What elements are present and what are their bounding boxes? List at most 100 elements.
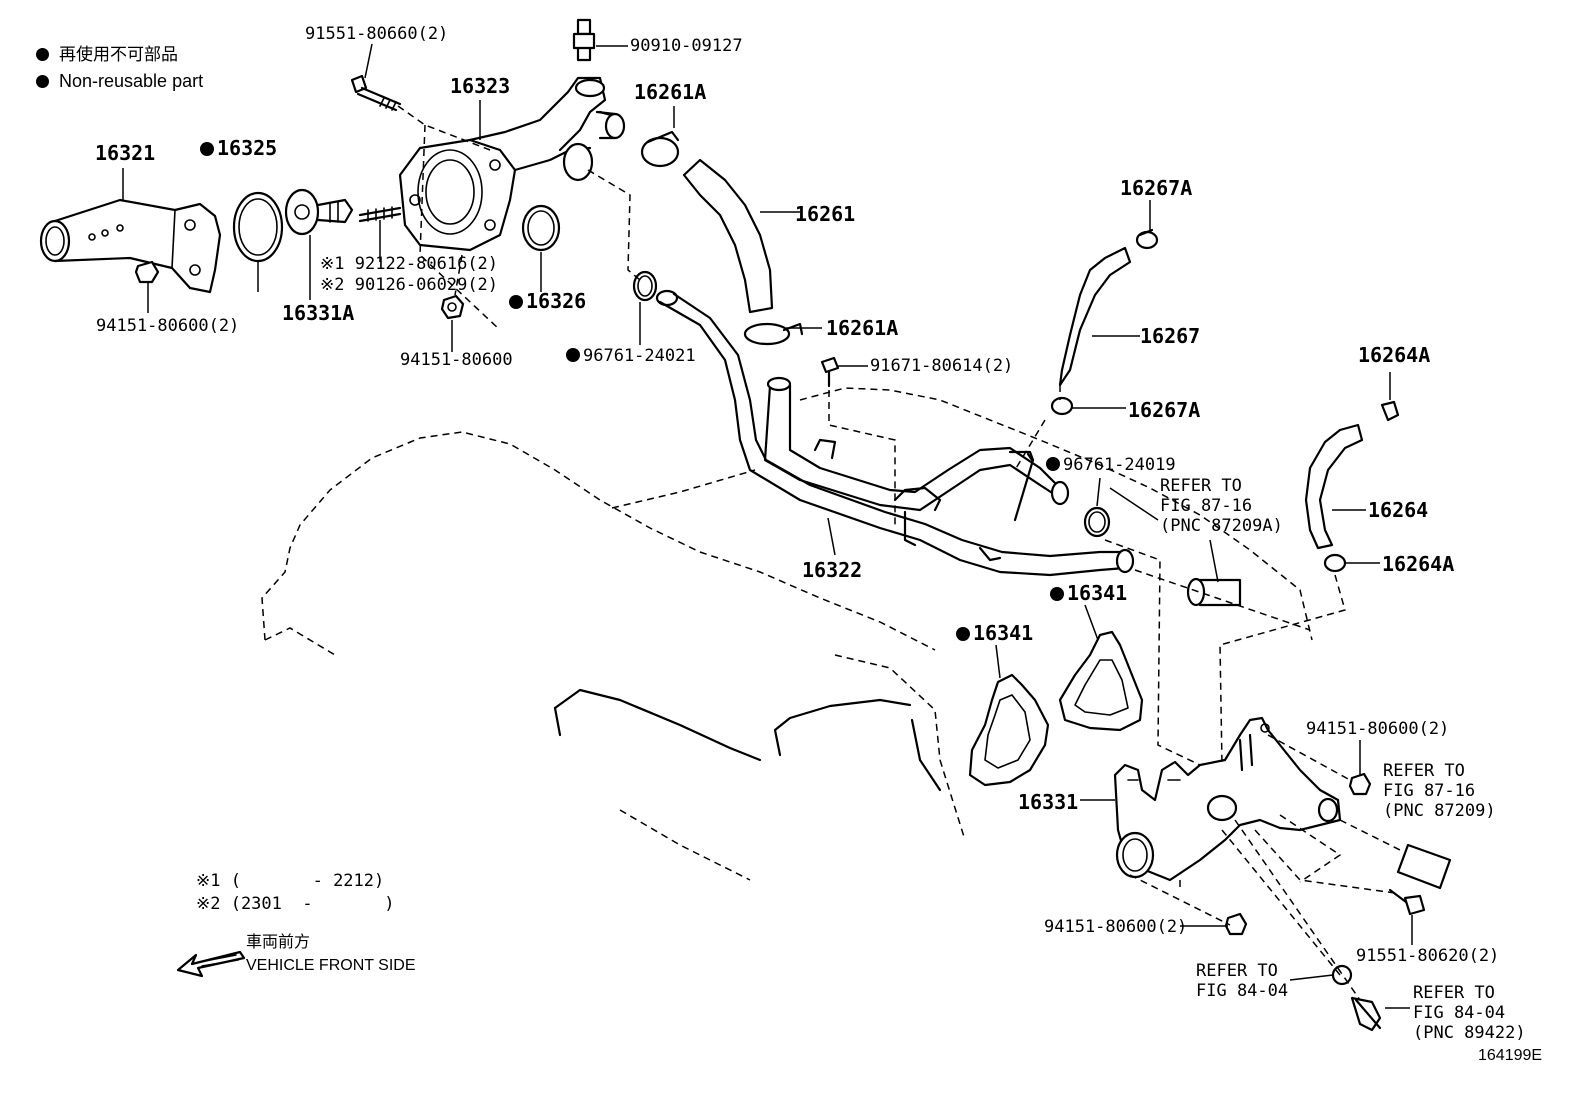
clamp-16267A-top bbox=[1135, 228, 1159, 250]
label-94151-80600[interactable]: 94151-80600 bbox=[400, 350, 513, 370]
legend-jp-text: 再使用不可部品 bbox=[59, 45, 178, 64]
vehicle-front-jp: 車両前方 bbox=[246, 934, 311, 951]
label-16325-text: 16325 bbox=[217, 136, 278, 160]
label-16341-right-text: 16341 bbox=[1067, 581, 1128, 605]
refer-87209-line1: REFER TO bbox=[1383, 761, 1465, 781]
refer-84-04-left[interactable]: REFER TO FIG 84-04 bbox=[1196, 961, 1288, 1001]
non-reusable-dot-icon bbox=[200, 142, 214, 156]
label-16261A-mid[interactable]: 16261A bbox=[826, 316, 899, 340]
nut-94151-left bbox=[134, 260, 160, 284]
label-96761-24019[interactable]: 96761-24019 bbox=[1046, 457, 1176, 474]
label-94151-80600-2-bottom[interactable]: 94151-80600(2) bbox=[1044, 917, 1188, 937]
label-16341-left[interactable]: 16341 bbox=[956, 623, 1033, 643]
sensor-89422 bbox=[1350, 996, 1382, 1032]
note-1: ※1 ( - 2212) bbox=[196, 871, 385, 891]
label-16326[interactable]: 16326 bbox=[509, 291, 586, 311]
label-16264[interactable]: 16264 bbox=[1368, 498, 1429, 522]
label-16331A[interactable]: 16331A bbox=[282, 301, 355, 325]
label-16322[interactable]: 16322 bbox=[802, 558, 863, 582]
hose-16261 bbox=[682, 158, 774, 314]
non-reusable-dot-icon bbox=[956, 627, 970, 641]
label-91551-80620[interactable]: 91551-80620(2) bbox=[1356, 946, 1500, 966]
refer-89422[interactable]: REFER TO FIG 84-04 (PNC 89422) bbox=[1413, 983, 1526, 1043]
refer-87209A-line1: REFER TO bbox=[1160, 476, 1242, 496]
ref-hose-87209A bbox=[1186, 577, 1242, 607]
bolt-91551-80620 bbox=[1388, 888, 1426, 916]
label-16264A-top[interactable]: 16264A bbox=[1358, 343, 1431, 367]
clamp-16264A-top bbox=[1380, 400, 1400, 422]
label-16267A-bot[interactable]: 16267A bbox=[1128, 398, 1201, 422]
non-reusable-dot-icon bbox=[36, 75, 49, 88]
refer-87209[interactable]: REFER TO FIG 87-16 (PNC 87209) bbox=[1383, 761, 1496, 821]
refer-89422-line2: FIG 84-04 bbox=[1413, 1003, 1506, 1023]
label-16331[interactable]: 16331 bbox=[1018, 790, 1079, 814]
label-90910-09127[interactable]: 90910-09127 bbox=[630, 36, 743, 56]
refer-84-04-left-line2: FIG 84-04 bbox=[1196, 981, 1289, 1001]
note-2: ※2 (2301 - ) bbox=[196, 894, 395, 914]
clamp-16261A-mid bbox=[743, 322, 804, 346]
label-90126-text: 90126-06029(2) bbox=[354, 275, 499, 295]
bolt-91671 bbox=[820, 356, 840, 388]
non-reusable-dot-icon bbox=[509, 295, 523, 309]
refer-87209-line3: (PNC 87209) bbox=[1383, 801, 1496, 821]
thermostat-16331A bbox=[284, 188, 354, 236]
refer-87209A[interactable]: REFER TO FIG 87-16 (PNC 87209A) bbox=[1160, 476, 1283, 536]
label-96761-24019-text: 96761-24019 bbox=[1063, 455, 1176, 475]
legend-en: Non-reusable part bbox=[36, 72, 203, 90]
label-16325[interactable]: 16325 bbox=[200, 138, 277, 158]
hose-16264 bbox=[1304, 423, 1364, 550]
legend-en-text: Non-reusable part bbox=[59, 71, 204, 91]
label-16261A-top[interactable]: 16261A bbox=[634, 80, 707, 104]
sensor-90910 bbox=[572, 18, 596, 62]
o-ring-96761-24019 bbox=[1083, 506, 1111, 538]
assembly-lines bbox=[397, 105, 1401, 1001]
water-inlet-16331 bbox=[1113, 716, 1342, 882]
label-16323[interactable]: 16323 bbox=[450, 74, 511, 98]
label-16341-right[interactable]: 16341 bbox=[1050, 583, 1127, 603]
label-92122-text: 92122-80616(2) bbox=[354, 254, 499, 274]
mark-2: ※2 bbox=[320, 275, 345, 295]
non-reusable-dot-icon bbox=[566, 348, 580, 362]
o-ring-96761-24021 bbox=[632, 270, 658, 302]
mark-1: ※1 bbox=[320, 254, 345, 274]
gasket-16341-right bbox=[1058, 630, 1144, 732]
refer-87209A-line2: FIG 87-16 bbox=[1160, 496, 1253, 516]
non-reusable-dot-icon bbox=[1050, 587, 1064, 601]
refer-89422-line1: REFER TO bbox=[1413, 983, 1495, 1003]
label-16261[interactable]: 16261 bbox=[795, 202, 856, 226]
vehicle-front-arrow-icon bbox=[176, 950, 246, 978]
hose-16267 bbox=[1058, 246, 1132, 387]
refer-87209-line2: FIG 87-16 bbox=[1383, 781, 1476, 801]
non-reusable-dot-icon bbox=[36, 48, 49, 61]
leader-lines bbox=[122, 43, 1413, 1009]
nut-94151-center bbox=[440, 294, 465, 320]
label-16267A-top[interactable]: 16267A bbox=[1120, 176, 1193, 200]
bypass-pipe-16322 bbox=[655, 289, 1135, 577]
label-94151-80600-2-right[interactable]: 94151-80600(2) bbox=[1306, 719, 1450, 739]
non-reusable-dot-icon bbox=[1046, 457, 1060, 471]
gasket-16325 bbox=[232, 191, 284, 263]
refer-87209A-line3: (PNC 87209A) bbox=[1160, 516, 1283, 536]
gasket-ring-bottom bbox=[1331, 964, 1353, 986]
nut-94151-right bbox=[1348, 772, 1372, 796]
label-96761-24021[interactable]: 96761-24021 bbox=[566, 348, 696, 365]
label-94151-80600-2-left[interactable]: 94151-80600(2) bbox=[96, 316, 240, 336]
figure-id: 164199E bbox=[1478, 1047, 1543, 1064]
stud-92122 bbox=[358, 206, 402, 223]
water-inlet-16321 bbox=[39, 198, 222, 294]
label-91551-80660[interactable]: 91551-80660(2) bbox=[305, 24, 449, 44]
clamp-16264A-bot bbox=[1323, 553, 1347, 573]
label-91671-80614[interactable]: 91671-80614(2) bbox=[870, 356, 1014, 376]
label-92122[interactable]: ※1 92122-80616(2) bbox=[320, 256, 498, 273]
clamp-16267A-bot bbox=[1050, 396, 1074, 416]
label-16326-text: 16326 bbox=[526, 289, 587, 313]
label-90126[interactable]: ※2 90126-06029(2) bbox=[320, 277, 498, 294]
label-16267[interactable]: 16267 bbox=[1140, 324, 1201, 348]
engine-block-outline bbox=[261, 387, 1313, 881]
gasket-16326 bbox=[521, 204, 561, 252]
label-16321[interactable]: 16321 bbox=[95, 141, 156, 165]
legend-jp: 再使用不可部品 bbox=[36, 46, 178, 63]
label-16264A-bot[interactable]: 16264A bbox=[1382, 552, 1455, 576]
refer-84-04-left-line1: REFER TO bbox=[1196, 961, 1278, 981]
